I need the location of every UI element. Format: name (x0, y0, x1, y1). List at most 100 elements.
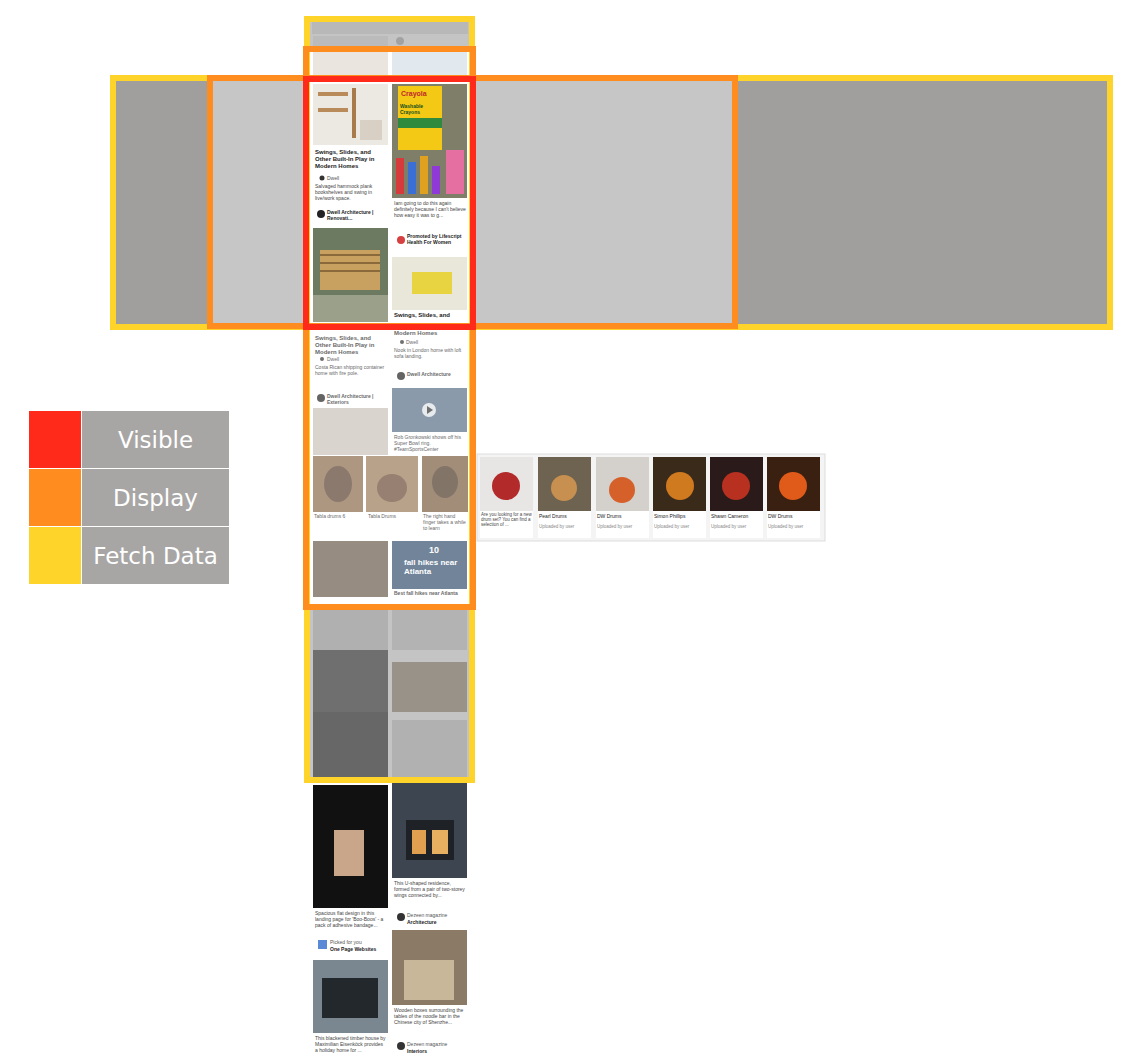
pin-title: Swings, Slides, and (394, 312, 466, 319)
pin-caption: The right hand finger takes a while to l… (423, 514, 468, 531)
drum-source: Uploaded by user (597, 524, 649, 529)
house (322, 978, 378, 1018)
fetch-band (116, 81, 1108, 325)
avatar (397, 913, 405, 921)
crayon (432, 166, 440, 194)
pin-image (313, 785, 388, 908)
legend-swatch (29, 411, 81, 468)
legend-cell: Display (82, 469, 229, 526)
pin-description: Wooden boxes surrounding the tables of t… (394, 1008, 466, 1025)
promoted-text: Promoted by Lifescript Health For Women (407, 234, 465, 246)
icon (320, 176, 325, 181)
pin-image (480, 457, 533, 511)
pin-image (392, 783, 467, 878)
fade (310, 20, 470, 48)
visible-frame (306, 79, 473, 327)
display-frame (306, 49, 473, 607)
drum (722, 472, 750, 500)
pin-caption: Tabla drums 6 (314, 514, 362, 520)
legend-swatch (29, 527, 81, 584)
legend-cell: Fetch Data (82, 527, 229, 584)
drum-source: Uploaded by user (768, 524, 820, 529)
pin-board: Dwell Architecture | Renovati... (327, 210, 387, 222)
caption-ground (538, 511, 591, 538)
pin-description: Costa Rican shipping container home with… (315, 365, 387, 377)
pin-description: This U-shaped residence, formed from a p… (394, 881, 466, 898)
legend-swatch (29, 469, 81, 526)
pin-image (334, 830, 364, 876)
pin-image (767, 457, 820, 511)
drum (666, 472, 694, 500)
avatar (397, 1042, 405, 1050)
pin-description: Rob Gronkowski shows off his Super Bowl … (394, 435, 467, 452)
display-frame (210, 78, 735, 326)
pin-board: Architecture (407, 920, 465, 926)
shelf (360, 120, 382, 140)
pin-source: Dwell (327, 357, 377, 363)
pin-source: Dwell (406, 340, 456, 346)
legend-text: Display (113, 485, 198, 511)
crayon (408, 162, 416, 194)
fade (310, 48, 470, 79)
window (412, 830, 426, 854)
caption-ground (480, 511, 533, 538)
pin-image (313, 228, 388, 322)
fade (310, 327, 470, 607)
window (432, 830, 448, 854)
drum (492, 472, 520, 500)
pin-image (392, 930, 467, 1005)
house (320, 262, 380, 264)
icon (318, 940, 327, 949)
fetch-frame (113, 78, 1110, 327)
drum-source: Uploaded by user (711, 524, 763, 529)
image-text: fall hikes near Atlanta (404, 558, 464, 576)
shelf (352, 88, 356, 138)
logo-text: Crayola (401, 90, 441, 98)
caption-ground (596, 511, 649, 538)
crayon (396, 158, 404, 194)
pin-description: Iam going to do this again definitely be… (394, 201, 466, 218)
legend-text: Visible (118, 427, 193, 453)
pin-description: Nook in London home with loft sofa landi… (394, 348, 466, 360)
shelf (318, 92, 348, 96)
crayon-box (398, 86, 442, 150)
caption-ground (767, 511, 820, 538)
drum-caption: DW Drums (597, 514, 649, 520)
drum (779, 472, 807, 500)
house (320, 270, 380, 272)
pin-title: Swings, Slides, and Other Built-In Play … (315, 335, 387, 356)
feed-column (310, 20, 470, 1061)
shelf (318, 108, 348, 112)
crayon (420, 156, 428, 194)
pin-image (538, 457, 591, 511)
drum (551, 475, 577, 501)
house (320, 250, 380, 290)
logo-text: Washable Crayons (400, 104, 440, 116)
house (320, 254, 380, 256)
drum-caption: Are you looking for a new drum set? You … (481, 512, 533, 528)
pin-board: Interiors (407, 1049, 465, 1055)
pin-source: Dezeen magazine (407, 913, 465, 919)
pin-board: Picked for you (330, 940, 386, 946)
pin-board: One Page Websites (330, 947, 386, 953)
pin-title: Swings, Slides, and Other Built-In Play … (315, 149, 387, 170)
drum-row (477, 454, 825, 541)
pin-caption: Tabla Drums (368, 514, 416, 520)
pin-description: This blackened timber house by Maximilia… (315, 1036, 387, 1053)
house (313, 295, 388, 322)
fetch-frame (307, 19, 472, 780)
image-text: 10 (429, 545, 445, 555)
pin-image (653, 457, 706, 511)
house (406, 820, 454, 860)
fade (310, 607, 470, 780)
drum-caption: DW Drums (768, 514, 820, 520)
pin-image (596, 457, 649, 511)
drum (609, 477, 635, 503)
pin-title: Modern Homes (394, 330, 466, 337)
pin-description: Spacious flat design in this landing pag… (315, 911, 387, 928)
caption-ground (653, 511, 706, 538)
drum-caption: Simon Phillips (654, 514, 706, 520)
crayon-box (398, 118, 442, 128)
room (412, 272, 452, 294)
avatar (317, 210, 325, 218)
